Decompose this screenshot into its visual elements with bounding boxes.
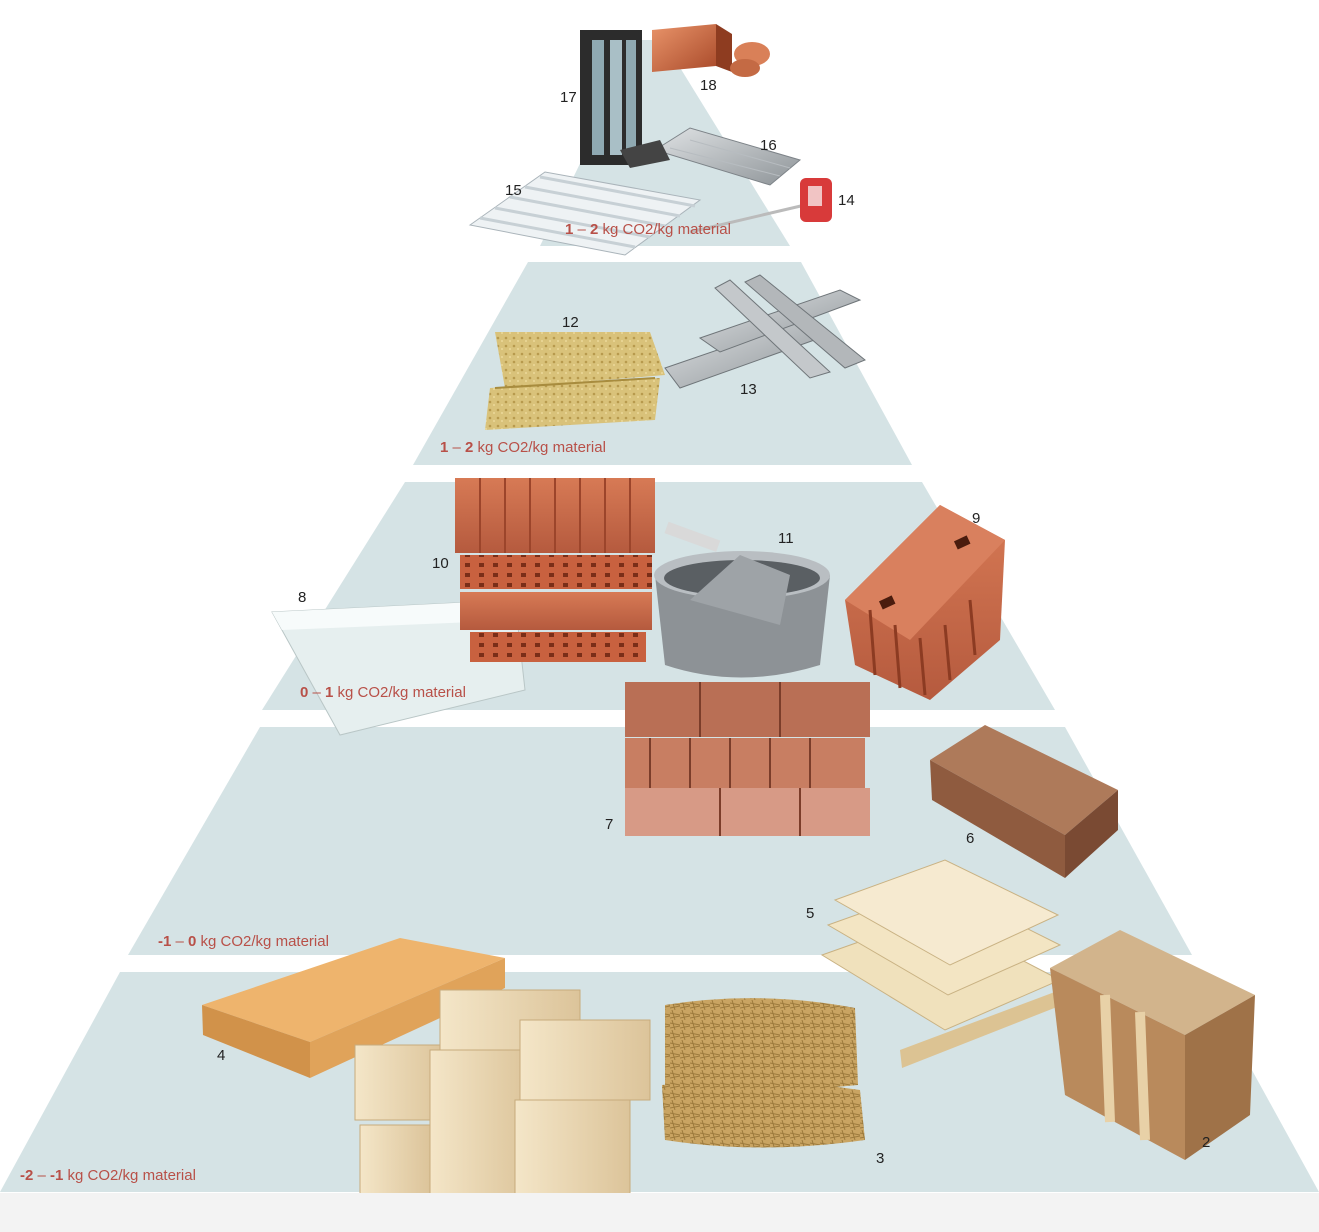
item-number-17: 17 [560, 89, 577, 106]
item-number-15: 15 [505, 182, 522, 199]
tier-3-unit: kg CO2/kg material [333, 684, 466, 701]
tier-4-range-from: 1 [440, 439, 448, 456]
item-number-16: 16 [760, 137, 777, 154]
item-number-2: 2 [1202, 1134, 1210, 1151]
item-number-18: 18 [700, 77, 717, 94]
tier-4-range-to: 2 [465, 439, 473, 456]
item-number-14: 14 [838, 192, 855, 209]
tier-2-unit: kg CO2/kg material [196, 933, 329, 950]
item-number-13: 13 [740, 381, 757, 398]
bottom-strip [0, 1193, 1319, 1232]
material-18-copper [652, 24, 770, 77]
tier-2-range-dash: – [171, 933, 188, 950]
material-3-straw-bales [662, 998, 865, 1147]
tier-1-label: -2 – -1 kg CO2/kg material [20, 1167, 196, 1184]
item-number-3: 3 [876, 1150, 884, 1167]
material-12-mineral-wool [485, 332, 665, 430]
tier-1-range-dash: – [33, 1167, 50, 1184]
tier-1-unit: kg CO2/kg material [63, 1167, 196, 1184]
material-10-perforated-bricks [455, 478, 655, 662]
tier-1-range-from: -2 [20, 1167, 33, 1184]
tier-5-unit: kg CO2/kg material [598, 221, 731, 238]
tier-5-range-dash: – [573, 221, 590, 238]
item-number-8: 8 [298, 589, 306, 606]
tier-3-range-dash: – [308, 684, 325, 701]
item-number-9: 9 [972, 510, 980, 527]
tier-5-range-to: 2 [590, 221, 598, 238]
tier-3-range-to: 1 [325, 684, 333, 701]
item-number-12: 12 [562, 314, 579, 331]
tier-3-range-from: 0 [300, 684, 308, 701]
item-number-4: 4 [217, 1047, 225, 1064]
tier-1-range-to: -1 [50, 1167, 63, 1184]
item-number-5: 5 [806, 905, 814, 922]
tier-2-range-from: -1 [158, 933, 171, 950]
tier-2-range-to: 0 [188, 933, 196, 950]
item-number-11: 11 [778, 530, 794, 547]
tier-4-label: 1 – 2 kg CO2/kg material [440, 439, 606, 456]
tier-5-range-from: 1 [565, 221, 573, 238]
tier-5-label: 1 – 2 kg CO2/kg material [565, 221, 731, 238]
tier-4-range-dash: – [448, 439, 465, 456]
material-7-reclaimed-bricks [625, 682, 870, 836]
item-number-10: 10 [432, 555, 449, 572]
tier-2-label: -1 – 0 kg CO2/kg material [158, 933, 329, 950]
tier-4-unit: kg CO2/kg material [473, 439, 606, 456]
tier-3-label: 0 – 1 kg CO2/kg material [300, 684, 466, 701]
item-number-7: 7 [605, 816, 613, 833]
item-number-6: 6 [966, 830, 974, 847]
